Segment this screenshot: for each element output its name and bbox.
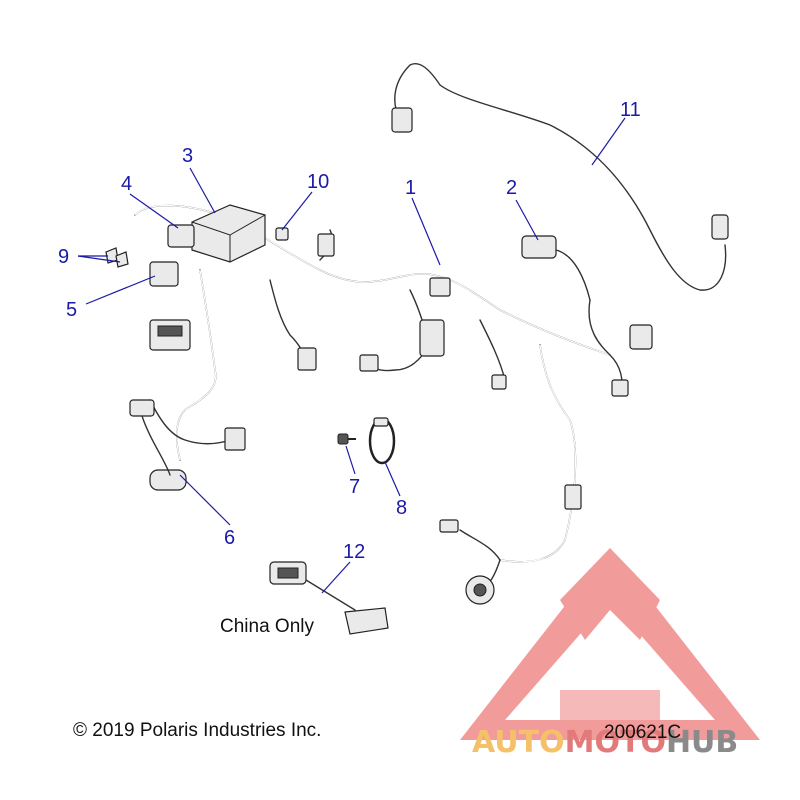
callout-10: 10 — [307, 171, 329, 193]
callout-4: 4 — [121, 173, 132, 195]
harness-12 — [269, 561, 389, 635]
copyright-caption: © 2019 Polaris Industries Inc. — [73, 720, 321, 741]
callout-3: 3 — [182, 145, 193, 167]
callout-labels: 1 2 3 4 5 6 7 8 9 10 11 12 — [58, 99, 641, 563]
watermark-g-shape — [560, 690, 660, 720]
relay-4 — [167, 224, 195, 248]
connector-6 — [129, 399, 171, 476]
callout-11: 11 — [620, 99, 641, 121]
harness-11 — [391, 63, 729, 291]
watermark-auto: AUTO — [472, 725, 565, 760]
china-only-caption: China Only — [220, 616, 314, 637]
callout-1: 1 — [405, 177, 416, 199]
watermark-logo — [460, 548, 760, 740]
callout-2: 2 — [506, 177, 517, 199]
watermark-inner-mark — [560, 548, 660, 640]
connector-2 — [521, 235, 591, 301]
module-3 — [191, 204, 266, 263]
callout-7: 7 — [349, 476, 360, 498]
svg-text:AUTOMOTOHUB: AUTOMOTOHUB — [472, 725, 738, 760]
watermark-wordmark: AUTOMOTOHUB — [472, 725, 738, 760]
watermark-hub: HUB — [666, 725, 738, 760]
cable-tie-8 — [368, 417, 396, 465]
watermark-moto: MOTO — [565, 725, 666, 760]
leader-lines — [77, 117, 626, 594]
main-harness — [134, 204, 653, 605]
screw-7 — [337, 433, 356, 445]
callout-9: 9 — [58, 246, 69, 268]
callout-12: 12 — [343, 541, 365, 563]
callout-6: 6 — [224, 527, 235, 549]
clips-9 — [105, 247, 129, 268]
figure-code: 200621C — [604, 722, 681, 743]
terminal-10 — [275, 227, 289, 241]
callout-8: 8 — [396, 497, 407, 519]
callout-5: 5 — [66, 299, 77, 321]
clip-5 — [149, 261, 179, 287]
